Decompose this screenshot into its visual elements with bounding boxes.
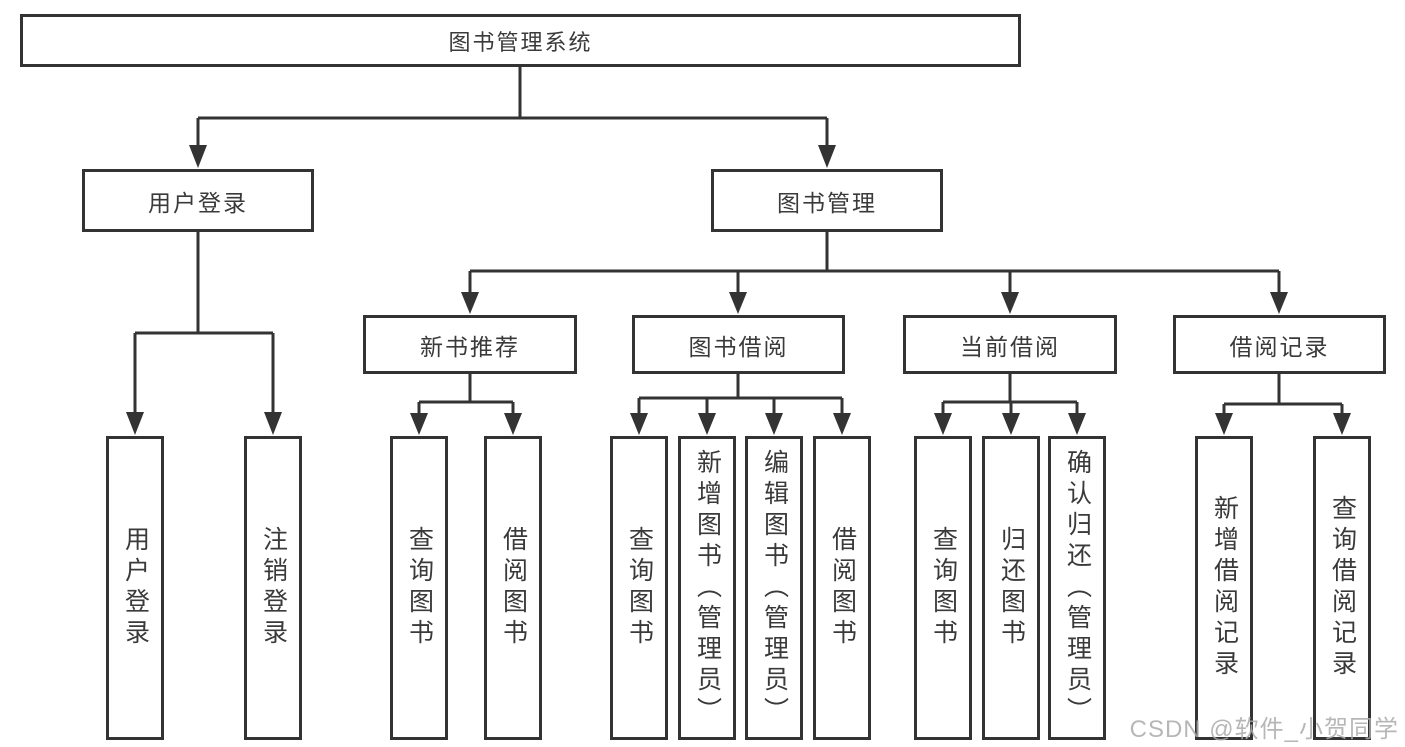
node-label: 确认归还（管理员） [1063,448,1092,728]
node-label: 借阅图书 [499,526,528,650]
leaf-query-books-1: 查询图书 [390,436,448,740]
leaf-return-books: 归还图书 [982,436,1040,740]
leaf-query-books-3: 查询图书 [914,436,972,740]
node-label: 用户登录 [148,189,248,216]
node-borrowing-records: 借阅记录 [1173,315,1386,374]
node-new-book-recommendation: 新书推荐 [363,315,577,374]
node-label: 查询借阅记录 [1328,495,1357,681]
leaf-logout: 注销登录 [244,436,302,740]
node-label: 图书管理系统 [448,29,593,55]
node-label: 查询图书 [929,526,958,650]
node-label: 查询图书 [405,526,434,650]
node-label: 查询图书 [625,526,654,650]
node-label: 新增借阅记录 [1210,495,1239,681]
leaf-borrow-books-1: 借阅图书 [484,436,542,740]
node-label: 编辑图书（管理员） [760,448,789,728]
node-label: 当前借阅 [960,333,1060,360]
node-label: 注销登录 [259,526,288,650]
leaf-add-borrow-record: 新增借阅记录 [1195,436,1253,740]
leaf-edit-books-admin: 编辑图书（管理员） [745,436,803,740]
leaf-query-borrow-record: 查询借阅记录 [1313,436,1371,740]
node-library-management-system: 图书管理系统 [20,14,1021,67]
node-label: 归还图书 [997,526,1026,650]
node-book-management: 图书管理 [711,169,943,232]
leaf-query-books-2: 查询图书 [610,436,668,740]
leaf-confirm-return-admin: 确认归还（管理员） [1048,436,1106,740]
leaf-borrow-books-2: 借阅图书 [813,436,871,740]
node-current-borrowing: 当前借阅 [903,315,1117,374]
node-label: 新书推荐 [420,333,520,360]
csdn-watermark: CSDN @软件_小贺同学 [1129,716,1399,743]
node-label: 借阅记录 [1229,333,1330,360]
node-book-borrowing: 图书借阅 [632,315,845,374]
node-label: 借阅图书 [828,526,857,650]
leaf-add-books-admin: 新增图书（管理员） [678,436,736,740]
node-label: 图书管理 [777,189,877,216]
arrowhead-group [126,145,1351,435]
leaf-user-login: 用户登录 [106,436,164,740]
node-label: 用户登录 [121,526,150,650]
node-label: 图书借阅 [688,333,789,360]
node-user-login-branch: 用户登录 [82,169,314,232]
node-label: 新增图书（管理员） [693,448,722,728]
